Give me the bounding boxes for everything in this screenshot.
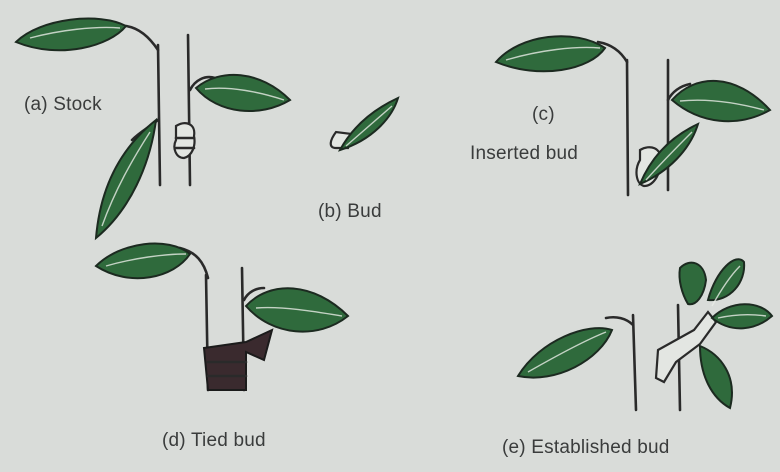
label-tied-bud: (d) Tied bud	[162, 430, 266, 452]
label-bud: (b) Bud	[318, 201, 382, 223]
label-inserted-bud: Inserted bud	[470, 143, 578, 165]
label-stock: (a) Stock	[24, 94, 102, 116]
label-established-bud: (e) Established bud	[502, 437, 670, 459]
label-inserted-letter: (c)	[532, 104, 555, 126]
